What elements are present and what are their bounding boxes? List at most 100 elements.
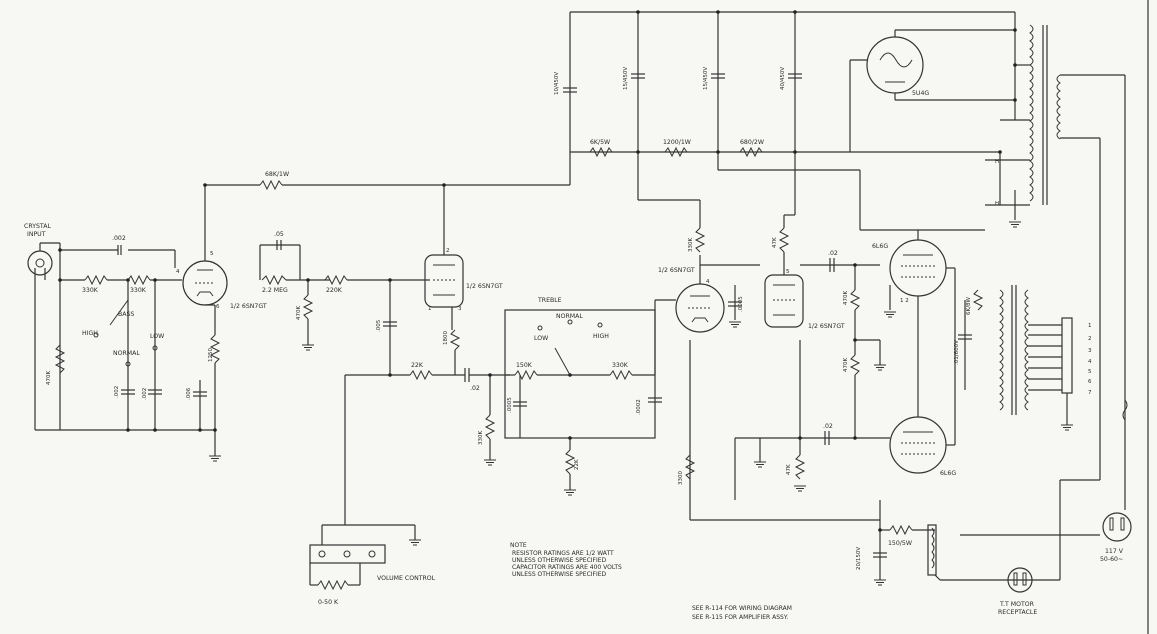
terminal-6: 6 <box>1088 379 1092 385</box>
output-transformer <box>999 285 1029 415</box>
r68k-1w <box>259 179 283 191</box>
output-terminals: 1 2 3 4 5 6 7 <box>1028 323 1092 396</box>
volume-control[interactable] <box>309 524 416 591</box>
tt-motor-label-1: T.T MOTOR <box>999 601 1035 608</box>
cap-002-in-label: .002 <box>112 235 126 242</box>
r330k-plate-label: 330K <box>688 238 694 252</box>
r470k-grid-label: 470K <box>296 306 302 320</box>
r470k-input-label: 470K <box>46 371 52 385</box>
tt-motor-label-2: RECEPTACLE <box>998 609 1037 616</box>
r6k-5w-label: 6K/5W <box>590 139 610 146</box>
bass-normal-label: NORMAL <box>113 350 140 357</box>
cap-15-450-a-label: 15/450V <box>623 67 629 90</box>
cap-02-b-label: .02 <box>828 250 838 257</box>
treble-label: TREBLE <box>537 297 562 304</box>
r220k <box>324 274 348 286</box>
bass-label: BASS <box>118 311 134 318</box>
pin-5-v1: 5 <box>210 251 214 257</box>
tube-v1 <box>182 185 228 335</box>
input-wiring <box>35 242 215 431</box>
cap-01-600-label: .01/600V <box>954 340 960 365</box>
pin-3-v2: 3 <box>458 306 462 312</box>
note-line-3: CAPACITOR RATINGS ARE 400 VOLTS <box>512 564 622 571</box>
pin-12-out: 1 2 <box>900 298 909 304</box>
tt-motor-receptacle[interactable] <box>1007 567 1033 593</box>
tube-v2 <box>424 185 464 330</box>
crystal-input-jack <box>27 243 53 430</box>
out-bottom-label: 6L6G <box>940 470 956 477</box>
r3300 <box>684 454 696 480</box>
r680-label: 680/2W <box>740 139 764 146</box>
h-label-2: H <box>995 201 999 207</box>
r68k-label: 68K/1W <box>265 171 289 178</box>
v4-label: 1/2 6SN7GT <box>808 323 845 330</box>
r330k-treble <box>609 369 633 381</box>
note-line-2: UNLESS OTHERWISE SPECIFIED <box>512 557 607 564</box>
power-transformer <box>1029 24 1061 205</box>
bass-low-label: LOW <box>150 333 164 340</box>
r1200-label: 1200/1W <box>663 139 691 146</box>
v1-label: 1/2 6SN7GT <box>230 303 267 310</box>
v3-label: 1/2 6SN7GT <box>658 267 695 274</box>
r2-2meg-label: 2.2 MEG <box>262 287 288 294</box>
h-label-1: H <box>995 159 999 165</box>
r1250 <box>209 334 221 364</box>
crystal-input-label-1: CRYSTAL <box>24 223 51 230</box>
r680-2w <box>739 146 763 158</box>
r330k-plate <box>694 227 706 253</box>
tube-out-bottom <box>889 395 947 474</box>
power-plug[interactable] <box>1102 512 1132 542</box>
terminal-5: 5 <box>1088 369 1092 375</box>
terminal-4: 4 <box>1088 359 1092 365</box>
terminal-2: 2 <box>1088 336 1092 342</box>
r22k-label: 22K <box>411 362 424 369</box>
junction-dots <box>58 10 1017 532</box>
r1800-label: 1800 <box>443 331 449 345</box>
r6k-8w-label: 6K/8W <box>966 297 972 315</box>
bass-high-label: HIGH <box>82 330 98 337</box>
cap-05-label: .05 <box>274 231 284 238</box>
pin-1-v2: 1 <box>428 306 432 312</box>
treble-switch[interactable] <box>537 319 603 376</box>
pin-4-v3: 4 <box>706 279 710 285</box>
r470k-out2-label: 470K <box>843 358 849 372</box>
pin-6-v1: 6 <box>216 304 220 310</box>
cap-0002-label: .0002 <box>636 399 642 415</box>
terminal-3: 3 <box>1088 348 1092 354</box>
treble-low-label: LOW <box>534 335 548 342</box>
crystal-input-label-2: INPUT <box>27 231 46 238</box>
r47k-out-label: 47K <box>786 464 792 475</box>
cap-0005-p-label: .0005 <box>738 296 744 312</box>
r470k-out2 <box>849 354 861 376</box>
v2-label: 1/2 6SN7GT <box>466 283 503 290</box>
tube-v3 <box>675 255 725 333</box>
power-plug-label-2: 50-60~ <box>1100 556 1123 563</box>
fuse <box>1122 399 1128 421</box>
relay-coil <box>927 524 937 576</box>
r1800 <box>449 329 461 351</box>
r470k-out1-label: 470K <box>843 291 849 305</box>
r47k-plate <box>778 227 790 253</box>
terminal-7: 7 <box>1088 390 1092 396</box>
cap-02-c-label: .02 <box>823 423 833 430</box>
r150-5w-label: 150/5W <box>888 540 912 547</box>
r47k-out <box>794 454 806 480</box>
treble-normal-label: NORMAL <box>556 313 583 320</box>
out-top-label: 6L6G <box>872 243 888 250</box>
r330k-treble-label: 330K <box>612 362 629 369</box>
r330k-b-label: 330K <box>130 287 147 294</box>
r1250-label: 1250 <box>208 348 214 362</box>
r470k-out1 <box>849 289 861 311</box>
r47k-plate-label: 47K <box>772 237 778 248</box>
terminal-1: 1 <box>1088 323 1092 329</box>
r150k-label: 150K <box>516 362 533 369</box>
r470k-input <box>54 344 66 374</box>
cap-15-450-b-label: 15/450V <box>703 67 709 90</box>
r220k-label: 220K <box>326 287 343 294</box>
cap-002-m-label: .002 <box>142 388 148 400</box>
tube-rectifier <box>866 36 924 94</box>
r22k-treble <box>564 449 576 475</box>
r3300-label: 3300 <box>678 471 684 485</box>
bass-switch[interactable] <box>93 299 158 367</box>
